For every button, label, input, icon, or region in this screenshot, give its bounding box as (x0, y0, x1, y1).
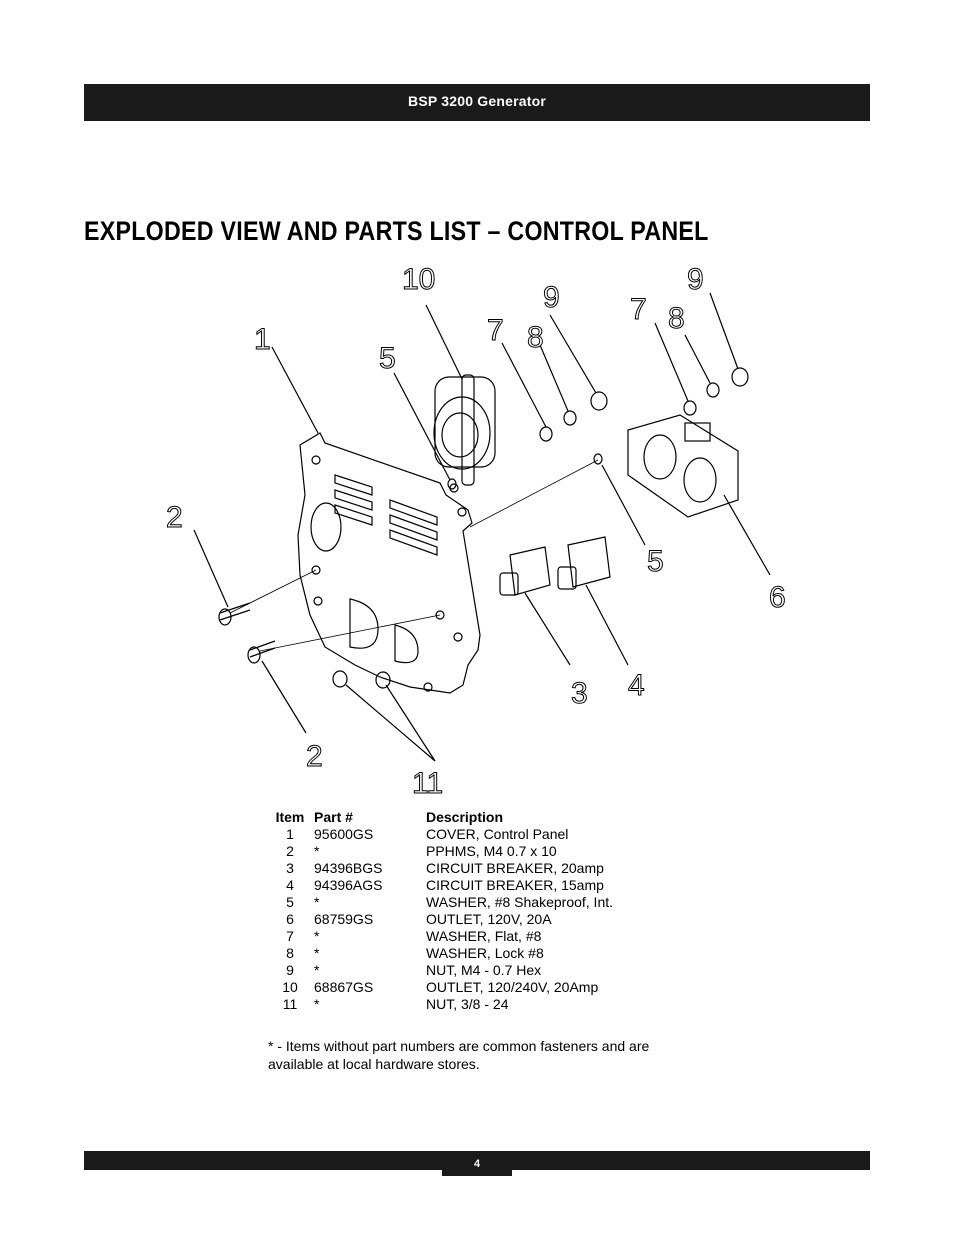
header-item: Item (275, 809, 305, 825)
footnote: * - Items without part numbers are commo… (268, 1038, 650, 1072)
callout-5-a: 5 (379, 342, 396, 375)
item-number: 6 (286, 911, 294, 927)
table-row: 5 * WASHER, #8 Shakeproof, Int. (272, 894, 646, 911)
item-number: 4 (286, 877, 294, 893)
item-number: 5 (286, 894, 294, 910)
table-row: 10 68867GS OUTLET, 120/240V, 20Amp (272, 979, 646, 996)
table-row: 11 * NUT, 3/8 - 24 (272, 996, 646, 1013)
callout-7-b: 7 (630, 293, 647, 326)
part-number: * (314, 962, 320, 978)
page-title: EXPLODED VIEW AND PARTS LIST – CONTROL P… (84, 216, 709, 246)
part-description: CIRCUIT BREAKER, 15amp (426, 877, 604, 893)
header-bar: BSP 3200 Generator (84, 84, 870, 121)
page-number-tab: 4 (442, 1151, 512, 1176)
item-number: 3 (286, 860, 294, 876)
document-title: BSP 3200 Generator (408, 93, 546, 109)
header-description: Description (426, 809, 504, 825)
callout-2-b: 2 (306, 740, 323, 773)
callout-4: 4 (628, 669, 645, 702)
part-number: 68759GS (314, 911, 374, 927)
table-row: 3 94396BGS CIRCUIT BREAKER, 20amp (272, 860, 646, 877)
table-row: 7 * WASHER, Flat, #8 (272, 928, 646, 945)
table-row: 2 * PPHMS, M4 0.7 x 10 (272, 843, 646, 860)
callout-10: 10 (402, 263, 435, 296)
part-description: WASHER, Lock #8 (426, 945, 544, 961)
part-description: WASHER, Flat, #8 (426, 928, 542, 944)
part-number: 94396AGS (314, 877, 383, 893)
parts-table: Item Part # Description 1 95600GS COVER, C… (272, 809, 646, 1013)
part-number: 95600GS (314, 826, 374, 842)
part-number: * (314, 928, 320, 944)
callout-6: 6 (769, 581, 786, 614)
item-number: 1 (286, 826, 294, 842)
exploded-view-diagram: 10 9 7 8 7 8 9 1 5 2 5 6 3 4 2 11 (166, 263, 787, 801)
part-description: NUT, M4 - 0.7 Hex (426, 962, 542, 978)
page-number: 4 (473, 1158, 481, 1170)
part-number: 94396BGS (314, 860, 383, 876)
part-number: 68867GS (314, 979, 374, 995)
callout-7-a: 7 (487, 314, 504, 347)
part-number: * (314, 945, 320, 961)
item-number: 10 (282, 979, 298, 995)
header-part: Part # (314, 809, 353, 825)
part-description: PPHMS, M4 0.7 x 10 (426, 843, 557, 859)
table-row: 4 94396AGS CIRCUIT BREAKER, 15amp (272, 877, 646, 894)
item-number: 8 (286, 945, 294, 961)
part-number: * (314, 843, 320, 859)
item-number: 11 (282, 996, 298, 1012)
callout-8-b: 8 (668, 302, 685, 335)
item-number: 7 (286, 928, 294, 944)
callout-5-b: 5 (647, 545, 664, 578)
part-description: NUT, 3/8 - 24 (426, 996, 509, 1012)
part-description: OUTLET, 120/240V, 20Amp (426, 979, 599, 995)
part-number: * (314, 996, 320, 1012)
item-number: 2 (286, 843, 294, 859)
part-number: * (314, 894, 320, 910)
table-row: 8 * WASHER, Lock #8 (272, 945, 646, 962)
callout-1: 1 (254, 323, 271, 356)
part-description: WASHER, #8 Shakeproof, Int. (426, 894, 614, 910)
callout-9-b: 9 (687, 263, 704, 296)
table-row: 1 95600GS COVER, Control Panel (272, 826, 646, 843)
control-panel-cover (297, 432, 481, 694)
item-number: 9 (286, 962, 294, 978)
callout-3: 3 (571, 677, 588, 710)
parts-list: Item Part # Description 1 95600GS COVER, C… (272, 809, 646, 1013)
table-row: 9 * NUT, M4 - 0.7 Hex (272, 962, 646, 979)
table-row: 6 68759GS OUTLET, 120V, 20A (272, 911, 646, 928)
callout-8-a: 8 (527, 321, 544, 354)
callout-9-a: 9 (543, 281, 560, 314)
callout-2-a: 2 (166, 501, 183, 534)
part-description: COVER, Control Panel (426, 826, 569, 842)
part-description: OUTLET, 120V, 20A (426, 911, 552, 927)
part-description: CIRCUIT BREAKER, 20amp (426, 860, 604, 876)
callout-11: 11 (412, 767, 443, 800)
parts-table-header: Item Part # Description (272, 809, 646, 826)
